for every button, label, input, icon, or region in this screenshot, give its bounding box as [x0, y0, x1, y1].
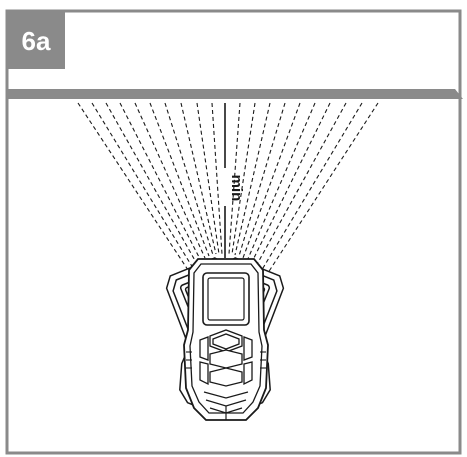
keypad-button: [243, 336, 253, 361]
device-side-grips: [186, 351, 266, 369]
beam-line: [164, 102, 214, 256]
device-housing-inner: [189, 263, 263, 414]
beam-line: [91, 102, 194, 269]
device-keypad: [199, 329, 253, 387]
beam-line: [254, 102, 347, 269]
beam-line: [211, 102, 223, 255]
min-label: min: [228, 175, 245, 202]
figure-frame: [5, 9, 462, 455]
beam-line: [180, 102, 217, 255]
beam-line: [250, 102, 331, 265]
device-screen: [207, 277, 245, 321]
beam-line: [196, 102, 220, 255]
keypad-button: [209, 367, 243, 387]
beam-line: [234, 102, 271, 256]
device-base: [203, 391, 249, 420]
device-center-position: [183, 258, 269, 421]
separator-band: [7, 89, 463, 99]
beam-line: [231, 102, 256, 255]
beam-line: [228, 102, 241, 255]
keypad-button: [243, 361, 253, 386]
step-label: 6a: [22, 26, 51, 56]
step-badge: 6a: [7, 11, 65, 69]
beam-line: [119, 102, 202, 262]
beam-line: [77, 102, 191, 274]
keypad-button: [209, 349, 243, 369]
keypad-button: [212, 333, 240, 350]
beam-line: [105, 102, 198, 265]
beam-line: [259, 102, 363, 274]
keypad-button: [199, 361, 209, 386]
beam-line: [134, 102, 206, 259]
beam-line: [263, 102, 379, 280]
beam-line: [246, 102, 316, 262]
beam-line: [238, 102, 286, 257]
keypad-button: [199, 336, 209, 361]
laser-beam-fan: [77, 102, 379, 280]
beam-line: [149, 102, 210, 257]
min-distance-label: min: [228, 175, 245, 202]
